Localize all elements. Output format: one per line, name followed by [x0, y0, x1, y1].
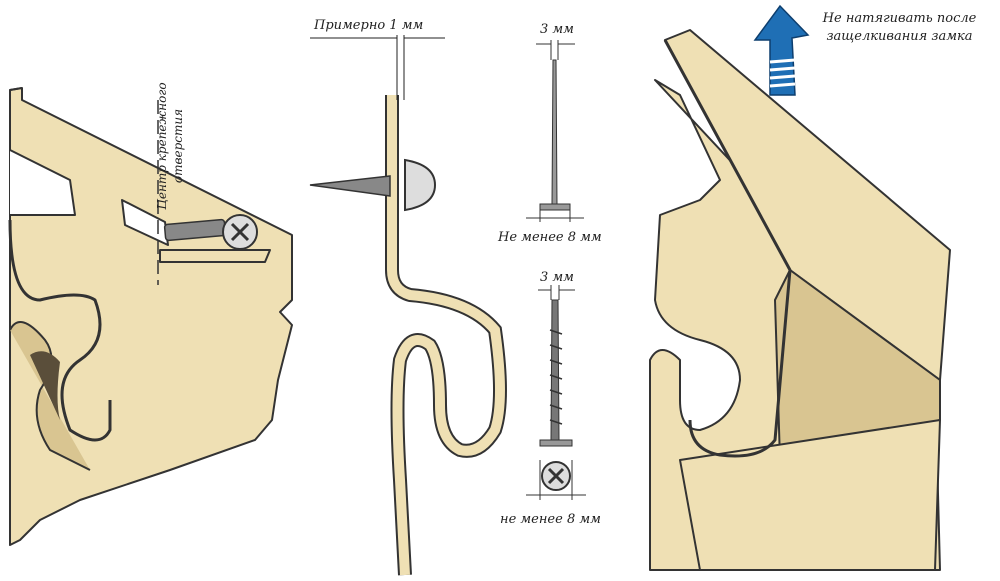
approx-gap-label: Примерно 1 мм	[314, 18, 424, 33]
left-screw-icon	[163, 214, 258, 250]
screw-icon	[526, 285, 586, 500]
gap-dimension	[310, 35, 445, 100]
nail-icon	[526, 40, 584, 222]
right-siding-panel	[649, 29, 951, 571]
hole-center-label: Центр крепежного отверстия	[155, 82, 185, 210]
nail-shank-label: 3 мм	[540, 22, 574, 37]
middle-screw-icon	[309, 158, 437, 212]
left-siding-panel	[8, 87, 293, 546]
do-not-pull-label: Не натягивать после защелкивания замка	[822, 11, 977, 44]
screw-shank-label: 3 мм	[540, 270, 574, 285]
nail-head-label: Не менее 8 мм	[498, 230, 602, 245]
up-arrow-icon	[753, 4, 810, 96]
screw-head-label: не менее 8 мм	[500, 512, 601, 527]
